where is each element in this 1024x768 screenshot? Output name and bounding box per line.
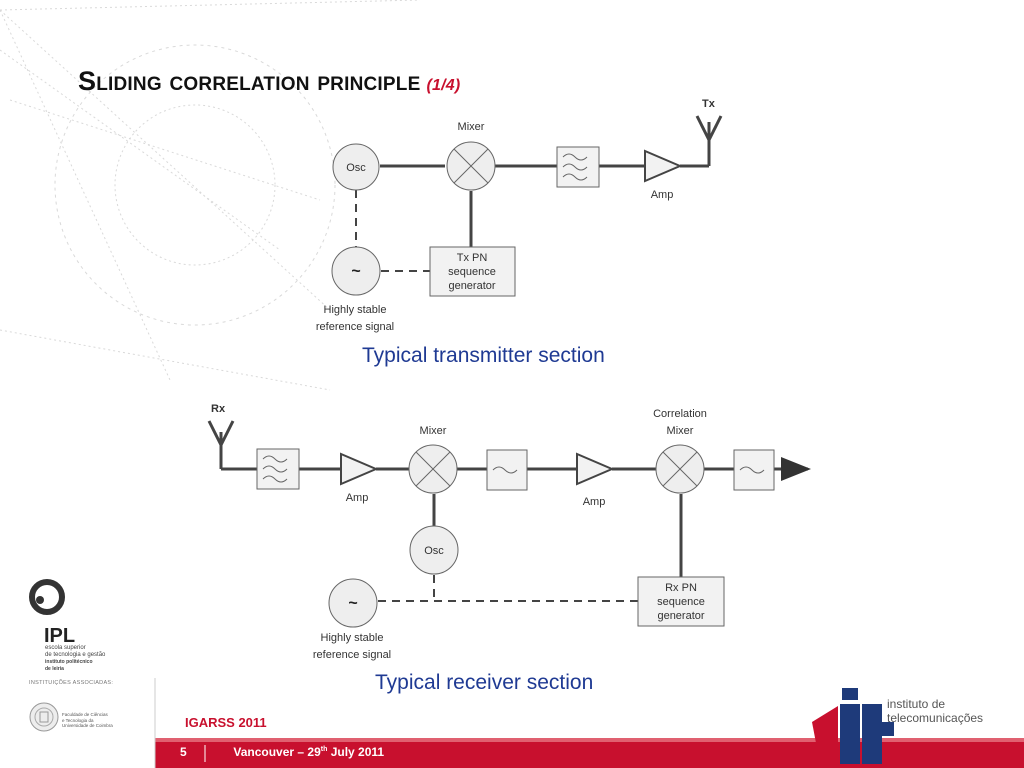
tx-pn-generator: Tx PN sequence generator	[429, 246, 516, 297]
tx-filter-icon	[556, 146, 600, 188]
ipl-line4: de leiria	[45, 666, 64, 672]
rx-osc-label: Osc	[424, 545, 444, 557]
rx-amplifier-1-icon	[340, 452, 379, 486]
tx-pn-line2: sequence	[448, 266, 496, 278]
rx-antenna-icon	[207, 420, 235, 446]
rx-filter-2-icon	[486, 449, 528, 491]
tx-reference-line1: Highly stable	[324, 304, 387, 316]
rx-amp2-label: Amp	[583, 496, 606, 508]
title-text: Sliding correlation principle	[78, 66, 421, 96]
it-line2: telecomunicações	[887, 711, 984, 725]
receiver-caption: Typical receiver section	[375, 671, 594, 694]
uc-line1: Faculdade de Ciências	[62, 712, 108, 717]
transmitter-caption: Typical transmitter section	[362, 344, 605, 367]
tx-reference-oscillator: ~	[331, 246, 381, 296]
rx-filter-3-icon	[733, 449, 775, 491]
footer-location: Vancouver – 29	[233, 745, 321, 759]
tx-mixer-icon	[446, 141, 496, 191]
footer-date: July 2011	[327, 745, 385, 759]
it-line1: instituto de	[887, 697, 946, 711]
tx-mixer-label: Mixer	[458, 121, 485, 133]
rx-mixer-label: Mixer	[420, 425, 447, 437]
it-name: instituto de telecomunicações	[887, 697, 983, 725]
tx-amp-label: Amp	[651, 189, 674, 201]
tx-oscillator: Osc	[332, 143, 380, 191]
ipl-line2: de tecnologia e gestão	[45, 652, 106, 658]
tx-amplifier-icon	[644, 149, 683, 183]
ipl-line3: instituto politécnico	[45, 659, 93, 665]
rx-filter-1-icon	[256, 448, 300, 490]
tx-reference-line2: reference signal	[316, 321, 394, 333]
rx-reference-line1: Highly stable	[321, 632, 384, 644]
receiver-diagram: Rx Amp Mixer Amp	[207, 403, 811, 661]
footer-sup: th	[320, 746, 328, 753]
rx-reference-oscillator: ~	[328, 578, 378, 628]
footer-text: 5 Vancouver – 29th July 2011	[180, 745, 384, 759]
rx-pn-generator: Rx PN sequence generator	[637, 576, 725, 627]
tx-pn-line3: generator	[448, 280, 495, 292]
rx-label: Rx	[211, 403, 226, 415]
it-logo-icon	[812, 688, 894, 764]
rx-reference-symbol: ~	[348, 595, 357, 612]
tx-antenna-icon	[695, 115, 723, 141]
ipl-name: IPL	[44, 625, 76, 647]
rx-correlation-mixer-icon	[655, 444, 705, 494]
rx-pn-line2: sequence	[657, 596, 705, 608]
rx-reference-line2: reference signal	[313, 649, 391, 661]
rx-amplifier-2-icon	[576, 452, 615, 486]
associated-institutions-label: INSTITUIÇÕES ASSOCIADAS:	[29, 680, 114, 686]
uc-line2: e Tecnologia da	[62, 717, 94, 723]
slide-title: Sliding correlation principle (1/4)	[78, 66, 460, 97]
tx-pn-line1: Tx PN	[457, 252, 488, 264]
conference-label: IGARSS 2011	[185, 715, 267, 730]
tx-reference-symbol: ~	[351, 263, 360, 280]
rx-corr-line1: Correlation	[653, 408, 707, 420]
rx-pn-line3: generator	[657, 610, 704, 622]
ipl-subtitle: escola superior de tecnologia e gestão i…	[45, 645, 135, 673]
ipl-logo-icon	[29, 579, 65, 615]
title-part: (1/4)	[426, 77, 461, 94]
uc-text: Faculdade de Ciências e Tecnologia da Un…	[62, 712, 132, 729]
ipl-line1: escola superior	[45, 645, 86, 651]
transmitter-diagram: Tx Osc Mixer Amp ~ Highly stable referen…	[316, 98, 723, 333]
rx-amp1-label: Amp	[346, 492, 369, 504]
rx-mixer-icon	[408, 444, 458, 494]
rx-corr-line2: Mixer	[667, 425, 694, 437]
page-number: 5	[180, 745, 187, 759]
uc-seal-icon	[29, 702, 59, 732]
tx-osc-label: Osc	[346, 162, 366, 174]
rx-oscillator: Osc	[409, 525, 459, 575]
tx-label: Tx	[702, 98, 716, 110]
rx-pn-line1: Rx PN	[665, 582, 697, 594]
uc-line3: Universidade de Coimbra	[62, 723, 113, 728]
